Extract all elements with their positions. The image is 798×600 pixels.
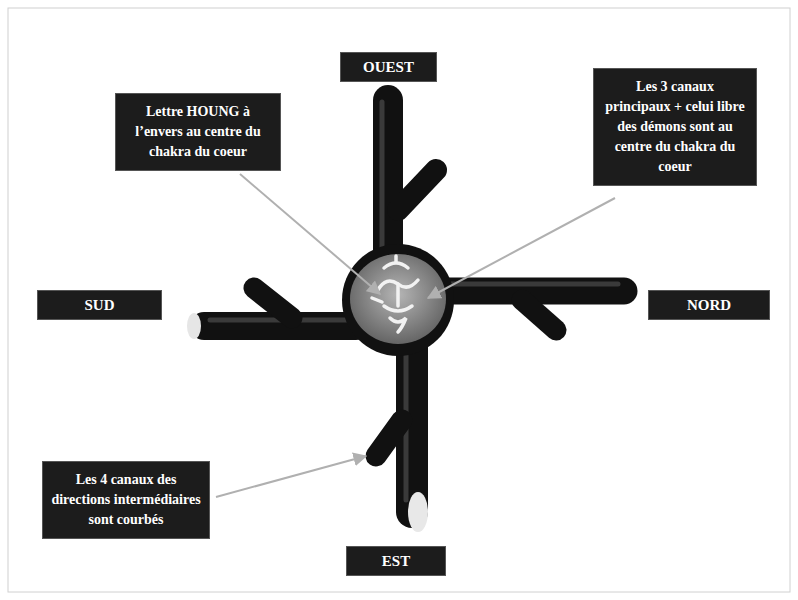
label-text: Lettre HOUNG à l’envers au centre du cha… (124, 102, 272, 162)
callout-box: Les 3 canaux principaux + celui libre de… (593, 68, 757, 186)
label-text: EST (353, 552, 439, 570)
label-text: Les 4 canaux des directions intermédiair… (51, 470, 201, 530)
leader-lines (216, 174, 615, 497)
direction-label: SUD (37, 290, 162, 320)
callout-box: Les 4 canaux des directions intermédiair… (42, 461, 210, 539)
label-text: SUD (44, 296, 155, 314)
callout-box: Lettre HOUNG à l’envers au centre du cha… (115, 93, 281, 171)
direction-label: OUEST (340, 52, 437, 82)
label-text: Les 3 canaux principaux + celui libre de… (602, 77, 748, 177)
label-text: NORD (655, 296, 763, 314)
label-text: OUEST (347, 58, 430, 76)
direction-label: NORD (648, 290, 770, 320)
direction-label: EST (346, 546, 446, 576)
